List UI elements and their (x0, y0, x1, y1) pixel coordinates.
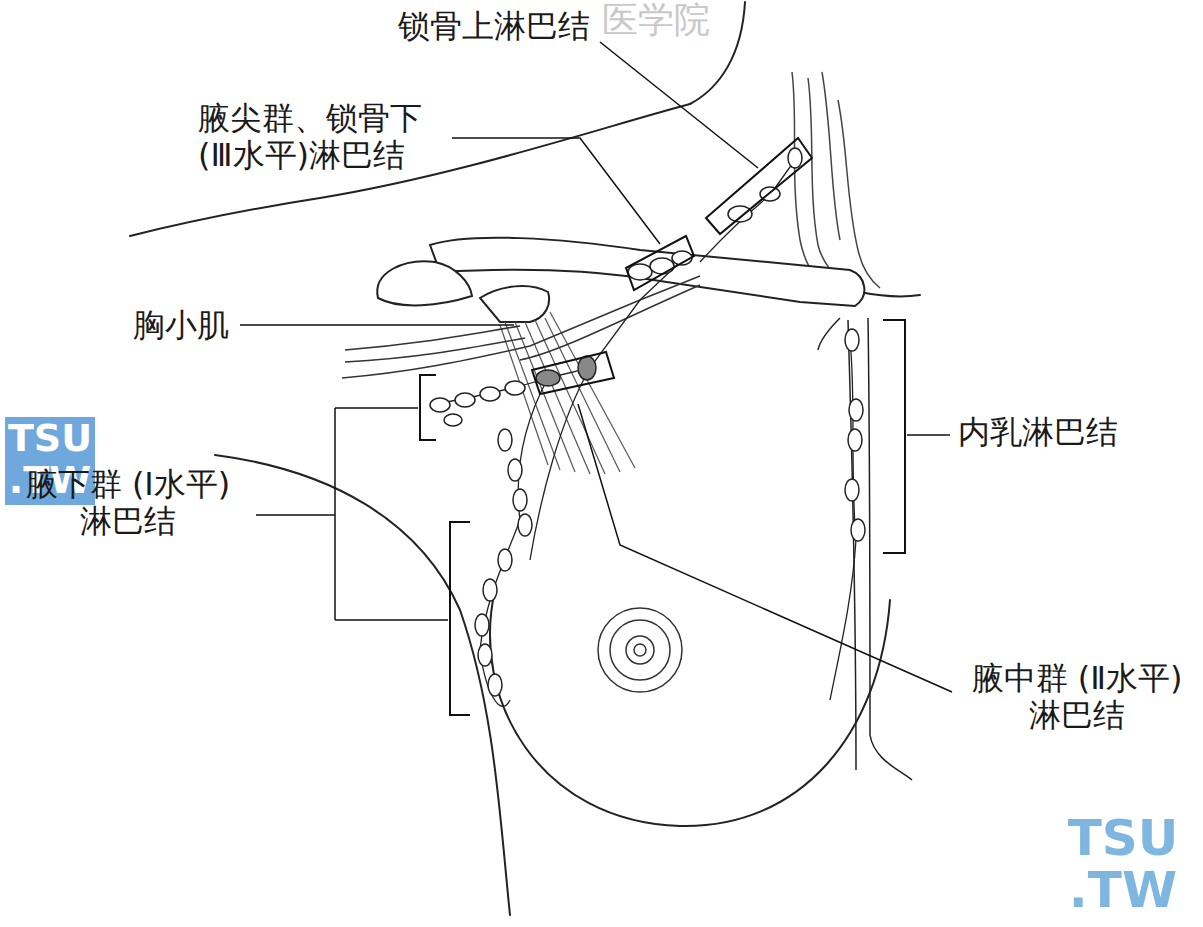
pectoralis-minor (500, 312, 635, 474)
part-label: 胸小肌 (133, 307, 229, 344)
clavicle (377, 238, 864, 322)
watermark: TSU .TW (1058, 812, 1188, 916)
part-label: 腋尖群、锁骨下 (Ⅲ水平)淋巴结 (198, 100, 460, 174)
axillary-vessels (342, 276, 700, 378)
group-boxes (532, 138, 812, 394)
neck-vessels (792, 72, 880, 290)
part-label: 内乳淋巴结 (958, 414, 1118, 451)
sternum (818, 318, 912, 780)
part-label: 锁骨上淋巴结 (398, 8, 590, 45)
lymph-vessels (430, 160, 856, 706)
body-outline (130, 2, 920, 915)
level-two-nodes (536, 356, 596, 386)
part-label: 腋下群 (Ⅰ水平)淋巴结 (4, 466, 252, 540)
lymph-nodes (430, 148, 865, 696)
part-label: 腋中群 (Ⅱ水平)淋巴结 (956, 660, 1198, 734)
watermark: 医学院 (602, 2, 710, 38)
brackets (420, 320, 905, 715)
nipple (598, 608, 682, 692)
